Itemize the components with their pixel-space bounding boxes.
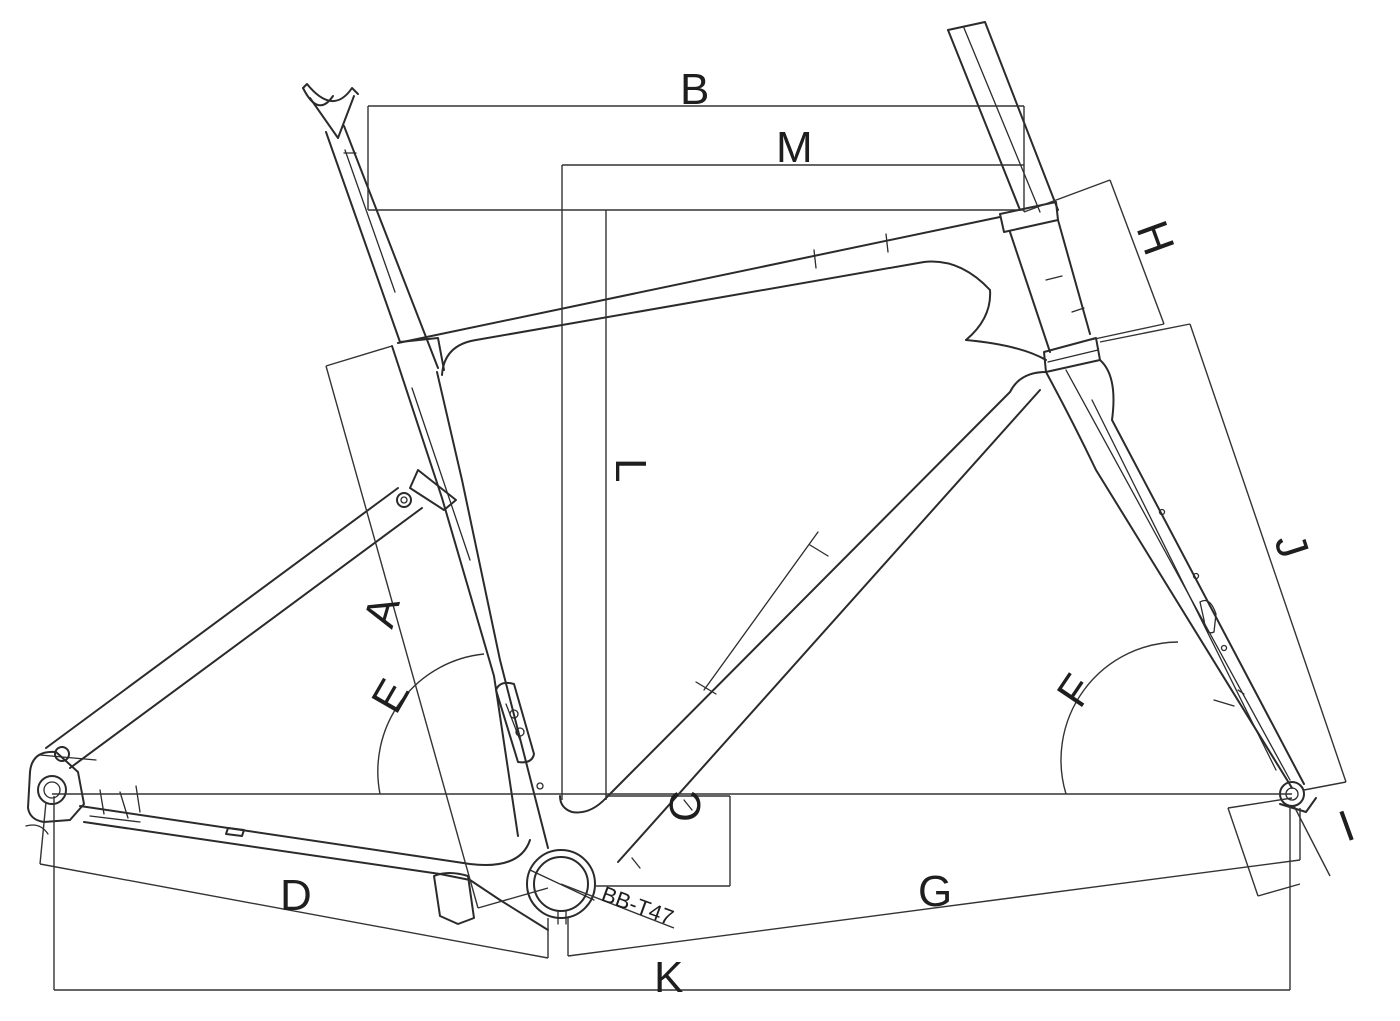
head-tube	[947, 21, 1101, 373]
top-tube	[397, 216, 1001, 376]
frame-drawing	[25, 21, 1317, 931]
dimension-line-j	[1189, 323, 1347, 783]
bb-leader-line	[560, 883, 675, 929]
dimension-label-h: H	[1127, 215, 1184, 262]
dimension-label-b: B	[680, 65, 709, 114]
dimension-line-g	[567, 859, 1301, 957]
dimension-line-a	[325, 365, 479, 909]
dimension-line-i	[1227, 807, 1259, 897]
dimension-arc-f	[1060, 641, 1179, 795]
rear-dropout	[25, 746, 97, 835]
dimension-line-d	[39, 863, 549, 959]
dimension-label-e: E	[362, 671, 419, 721]
bottom-bracket	[526, 849, 596, 925]
bottom-bracket-label: BB-T47	[598, 881, 677, 930]
dimension-label-k: K	[654, 953, 683, 1002]
dimension-label-m: M	[776, 123, 813, 172]
dimension-label-c: C	[661, 790, 710, 822]
seatpost	[302, 83, 439, 369]
dimension-label-i: I	[1333, 801, 1361, 851]
dimension-label-d: D	[280, 871, 312, 920]
dimension-label-j: J	[1264, 528, 1317, 564]
fork	[1045, 359, 1317, 813]
dimension-line-h	[1023, 179, 1111, 213]
seat-tube	[391, 337, 549, 849]
dimension-lines	[39, 105, 1347, 991]
dimension-label-l: L	[606, 458, 655, 482]
dimension-label-g: G	[918, 867, 952, 916]
dimension-arc-e	[377, 653, 485, 795]
dimension-label-group: B M L H J A E F C D G K I BB-T47	[280, 65, 1361, 1002]
down-tube	[559, 339, 1047, 869]
dimension-label-a: A	[355, 590, 410, 632]
seat-clamp	[396, 469, 457, 511]
dimension-label-f: F	[1048, 666, 1104, 716]
seat-stay	[45, 487, 423, 769]
cable-port	[495, 681, 535, 764]
